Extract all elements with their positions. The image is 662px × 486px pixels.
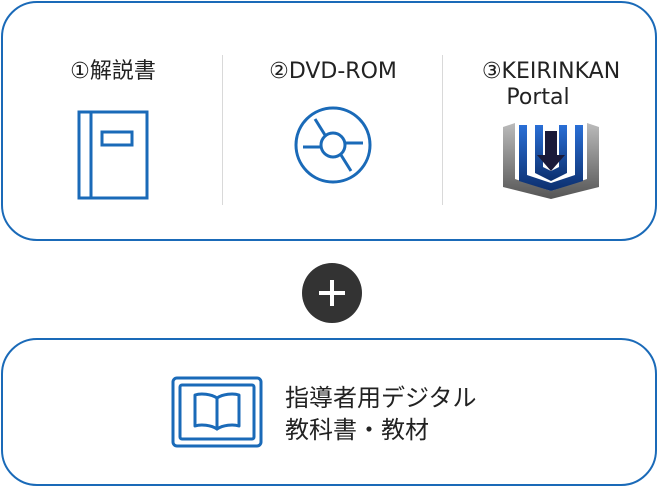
item-portal-label: ③KEIRINKAN Portal	[443, 59, 659, 111]
divider	[222, 55, 223, 205]
item-dvd-label: ②DVD-ROM	[269, 59, 397, 84]
plus-icon	[302, 263, 362, 323]
digital-textbook-label-line2: 教科書・教材	[285, 416, 429, 444]
digital-textbook-panel: 指導者用デジタル 教科書・教材	[1, 338, 657, 486]
keirinkan-portal-logo	[503, 123, 599, 199]
item-portal-label-line2: Portal	[506, 85, 570, 110]
digital-textbook-label: 指導者用デジタル 教科書・教材	[285, 382, 477, 446]
digital-textbook-label-line1: 指導者用デジタル	[285, 384, 477, 412]
digital-textbook-icon	[171, 376, 263, 448]
item-dvd: ②DVD-ROM	[223, 3, 443, 243]
book-icon	[77, 110, 149, 200]
disc-icon	[294, 106, 372, 184]
included-items-panel: ①解説書 ②DVD-ROM ③KEIRINKAN Portal	[1, 1, 657, 241]
item-manual-label: ①解説書	[70, 59, 156, 84]
item-portal: ③KEIRINKAN Portal	[443, 3, 659, 243]
item-manual: ①解説書	[3, 3, 223, 243]
divider	[442, 55, 443, 205]
item-portal-label-line1: ③KEIRINKAN	[481, 59, 621, 84]
